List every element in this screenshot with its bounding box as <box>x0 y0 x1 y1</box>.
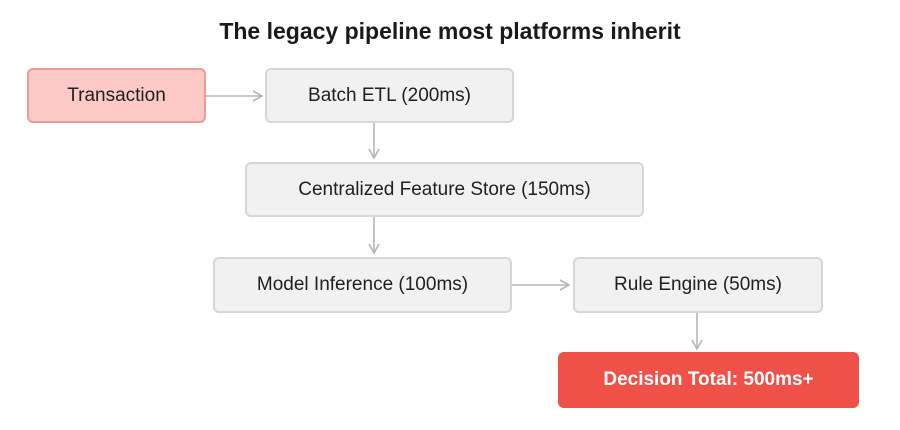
diagram-title: The legacy pipeline most platforms inher… <box>219 18 681 44</box>
node-feature-store: Centralized Feature Store (150ms) <box>245 162 644 217</box>
node-model-inference: Model Inference (100ms) <box>213 257 512 313</box>
node-decision-total: Decision Total: 500ms+ <box>558 352 859 408</box>
node-batch-etl: Batch ETL (200ms) <box>265 68 514 123</box>
node-transaction: Transaction <box>27 68 206 123</box>
node-rule-engine: Rule Engine (50ms) <box>573 257 823 313</box>
